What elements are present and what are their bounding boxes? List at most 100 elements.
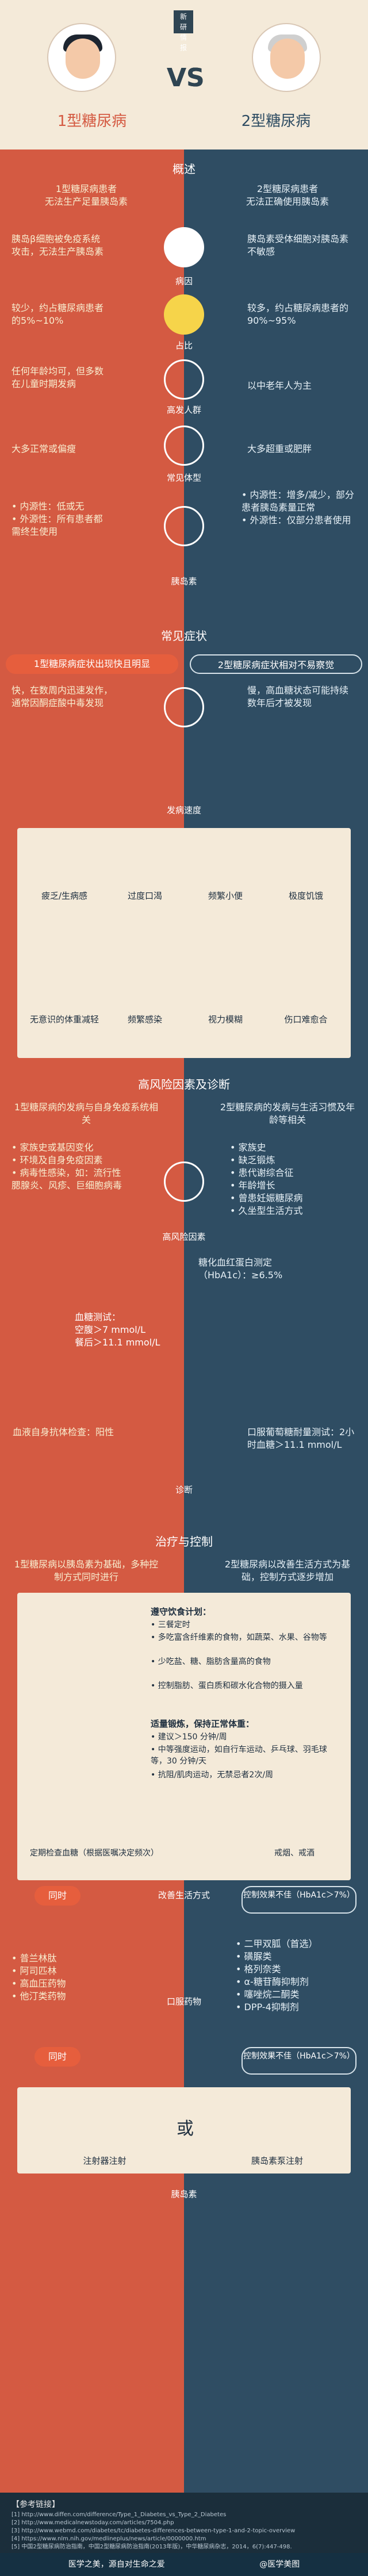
- insulin-box: 注射器注射 或 胰岛素泵注射: [17, 2087, 351, 2174]
- treatment-heading: 治疗与控制: [155, 1535, 213, 1548]
- population-label: 高发人群: [166, 405, 201, 415]
- speed-type2: 慢，高血糖状态可能持续数年后才被发现: [247, 685, 349, 708]
- ratio-label: 占比: [175, 340, 193, 351]
- type2-intro: 2型糖尿病患者 无法正确使用胰岛素: [246, 183, 329, 207]
- type1-adjunct-drugs: • 普兰林肽 • 阿司匹林 • 高血压药物 • 他汀类药物: [12, 1953, 66, 2002]
- people-icon: [164, 359, 204, 400]
- oral-drug-list: • 二甲双胍（首选） • 磺脲类 • 格列奈类 • α-糖苷酶抑制剂 • 噻唑烷…: [236, 1938, 318, 2012]
- glucose-fasting: 空腹＞7 mmol/L: [75, 1324, 145, 1335]
- overview-heading: 概述: [172, 162, 195, 176]
- references-list: [1] http://www.diffen.com/difference/Typ…: [12, 2511, 356, 2551]
- ogtt-test: 口服葡萄糖耐量测试：2小时血糖＞11.1 mmol/L: [247, 1427, 355, 1450]
- simultaneous-label-1: 同时: [34, 1886, 80, 1906]
- quit-smoking-drinking: 戒烟、戒酒: [274, 1849, 315, 1858]
- risk-type2-head: 2型糖尿病的发病与生活习惯及年龄等相关: [220, 1102, 355, 1125]
- stopwatch-icon: [164, 687, 204, 727]
- glucose-test-title: 血糖测试：: [75, 1312, 121, 1322]
- cause-label: 病因: [175, 276, 193, 286]
- simultaneous-label-2: 同时: [34, 2047, 80, 2067]
- treatment-type1-head: 1型糖尿病以胰岛素为基础，多种控制方式同时进行: [14, 1559, 159, 1582]
- exercise-item-3: • 抗阻/肌肉运动，无禁忌者2次/周: [151, 1770, 274, 1780]
- population-type1: 任何年龄均可，但多数在儿童时期发病: [12, 366, 104, 389]
- brand-logo: 新 研 情 报: [174, 10, 193, 52]
- symptom-hunger: 极度饥饿: [288, 891, 323, 901]
- reference-1[interactable]: [1] http://www.diffen.com/difference/Typ…: [12, 2512, 227, 2518]
- risk-type1-list: • 家族史或基因变化 • 环境及自身免疫因素 • 病毒性感染，如：流行性腮腺炎、…: [12, 1142, 122, 1191]
- symptom-fatigue: 疲乏/生病感: [41, 891, 88, 901]
- footer: 医学之美，源自对生命之爱 @医学美图: [0, 2553, 368, 2576]
- ratio-type1: 较少，约占糖尿病患者的5%~10%: [12, 302, 104, 326]
- lifestyle-label: 改善生活方式: [158, 1890, 210, 1900]
- exercise-item-1: • 建议＞150 分钟/周: [151, 1732, 227, 1742]
- diet-item-2: • 多吃富含纤维素的食物，如蔬菜、水果、谷物等: [151, 1633, 327, 1642]
- insulin-label: 胰岛素: [171, 576, 197, 586]
- insulin-vial-icon: [164, 506, 204, 546]
- symptom-weight-loss: 无意识的体重减轻: [29, 1014, 99, 1025]
- speed-label: 发病速度: [166, 805, 201, 815]
- symptoms-heading: 常见症状: [161, 629, 207, 643]
- hba1c-test: 糖化血红蛋白测定（HbA1c）：≥6.5%: [198, 1257, 283, 1281]
- symptoms-type1-head: 1型糖尿病症状出现快且明显: [6, 654, 178, 674]
- footer-slogan: 医学之美，源自对生命之爱: [68, 2560, 165, 2569]
- exercise-title: 适量锻炼，保持正常体重：: [151, 1719, 255, 1729]
- reference-2[interactable]: [2] http://www.medicalnewstoday.com/arti…: [12, 2520, 174, 2526]
- poor-control-2: 控制效果不佳（HbA1c＞7%）: [241, 2047, 356, 2075]
- insulin-type1: • 内源性：低或无 • 外源性：所有患者都需终生使用: [12, 501, 103, 537]
- reference-5: [5] 中国2型糖尿病防治指南，中国2型糖尿病防治指南(2013年版)，中华糖尿…: [12, 2544, 292, 2550]
- body-shape-icon: [164, 425, 204, 466]
- type1-title: 1型糖尿病: [57, 113, 127, 130]
- pie-chart-icon: [164, 294, 204, 335]
- diet-item-4: • 控制脂肪、蛋白质和碳水化合物的摄入量: [151, 1681, 303, 1690]
- reference-4[interactable]: [4] https://www.nlm.nih.gov/medlineplus/…: [12, 2536, 206, 2542]
- exercise-item-2: • 中等强度运动，如自行车运动、乒乓球、羽毛球等，30 分钟/天: [151, 1745, 327, 1766]
- risk-label: 高风险因素: [162, 1232, 206, 1242]
- or-label: 或: [177, 2119, 194, 2139]
- cause-type1: 胰岛β细胞被免疫系统攻击，无法生产胰岛素: [12, 233, 104, 257]
- lifestyle-box: 遵守饮食计划： • 三餐定时 • 多吃富含纤维素的食物，如蔬菜、水果、谷物等 •…: [17, 1593, 351, 1880]
- symptom-infection: 频繁感染: [127, 1014, 162, 1025]
- diet-item-1: • 三餐定时: [151, 1620, 190, 1630]
- pump-injection: 胰岛素泵注射: [251, 2156, 303, 2166]
- syringe-injection: 注射器注射: [83, 2156, 126, 2166]
- symptom-blurred-vision: 视力模糊: [208, 1014, 243, 1025]
- population-type2: 以中老年人为主: [247, 380, 312, 391]
- speed-type1: 快，在数周内迅速发作，通常因酮症酸中毒发现: [12, 685, 113, 708]
- symptom-urination: 频繁小便: [208, 891, 243, 901]
- glucose-postmeal: 餐后＞11.1 mmol/L: [75, 1337, 160, 1348]
- body-type1: 大多正常或偏瘦: [12, 443, 76, 454]
- body-type2: 大多超重或肥胖: [247, 443, 312, 454]
- warning-icon: [164, 1162, 204, 1202]
- type1-intro: 1型糖尿病患者 无法生产足量胰岛素: [44, 183, 128, 207]
- type2-patient-avatar: [252, 23, 321, 92]
- references-title: 【参考链接】: [12, 2500, 60, 2509]
- magnifier-icon: [164, 227, 204, 267]
- diet-item-3: • 少吃盐、糖、脂肪含量高的食物: [151, 1657, 271, 1666]
- diagnosis-label: 诊断: [175, 1485, 193, 1495]
- ratio-type2: 较多，约占糖尿病患者的90%~95%: [247, 302, 349, 326]
- symptoms-type2-head: 2型糖尿病症状相对不易察觉: [190, 654, 362, 674]
- risk-heading: 高风险因素及诊断: [138, 1078, 230, 1091]
- antibody-test: 血液自身抗体检查：阳性: [12, 1427, 114, 1438]
- symptom-thirst: 过度口渴: [127, 891, 162, 901]
- cause-type2: 胰岛素受体细胞对胰岛素不敏感: [247, 233, 349, 257]
- type1-patient-avatar: [47, 23, 116, 92]
- poor-control-1: 控制效果不佳（HbA1c＞7%）: [241, 1886, 356, 1914]
- glucose-monitoring: 定期检查血糖（根据医嘱决定频次）: [30, 1849, 159, 1858]
- footer-brand: @医学美图: [259, 2560, 300, 2569]
- symptom-grid: 疲乏/生病感 过度口渴 频繁小便 极度饥饿 无意识的体重减轻 频繁感染 视力模糊…: [17, 828, 351, 1058]
- insulin-type2: • 内源性：增多/减少，部分患者胰岛素量正常 • 外源性：仅部分患者使用: [241, 489, 354, 526]
- vs-label: VS: [167, 63, 205, 93]
- oral-drugs-label: 口服药物: [166, 1996, 201, 2007]
- insulin-treatment-label: 胰岛素: [171, 2189, 197, 2199]
- body-label: 常见体型: [166, 473, 201, 483]
- reference-3[interactable]: [3] http://www.webmd.com/diabetes/tc/dia…: [12, 2528, 296, 2534]
- type2-title: 2型糖尿病: [241, 113, 311, 130]
- risk-type1-head: 1型糖尿病的发病与自身免疫系统相关: [14, 1102, 159, 1125]
- symptom-wounds: 伤口难愈合: [284, 1014, 328, 1025]
- treatment-type2-head: 2型糖尿病以改善生活方式为基础，控制方式逐步增加: [224, 1559, 351, 1582]
- diet-title: 遵守饮食计划：: [151, 1607, 212, 1617]
- references: [0, 2493, 368, 2553]
- risk-type2-list: • 家族史 • 缺乏锻炼 • 患代谢综合征 • 年龄增长 • 曾患妊娠糖尿病 •…: [230, 1142, 303, 1216]
- header: 新 研 情 报 VS 1型糖尿病 2型糖尿病: [0, 0, 368, 150]
